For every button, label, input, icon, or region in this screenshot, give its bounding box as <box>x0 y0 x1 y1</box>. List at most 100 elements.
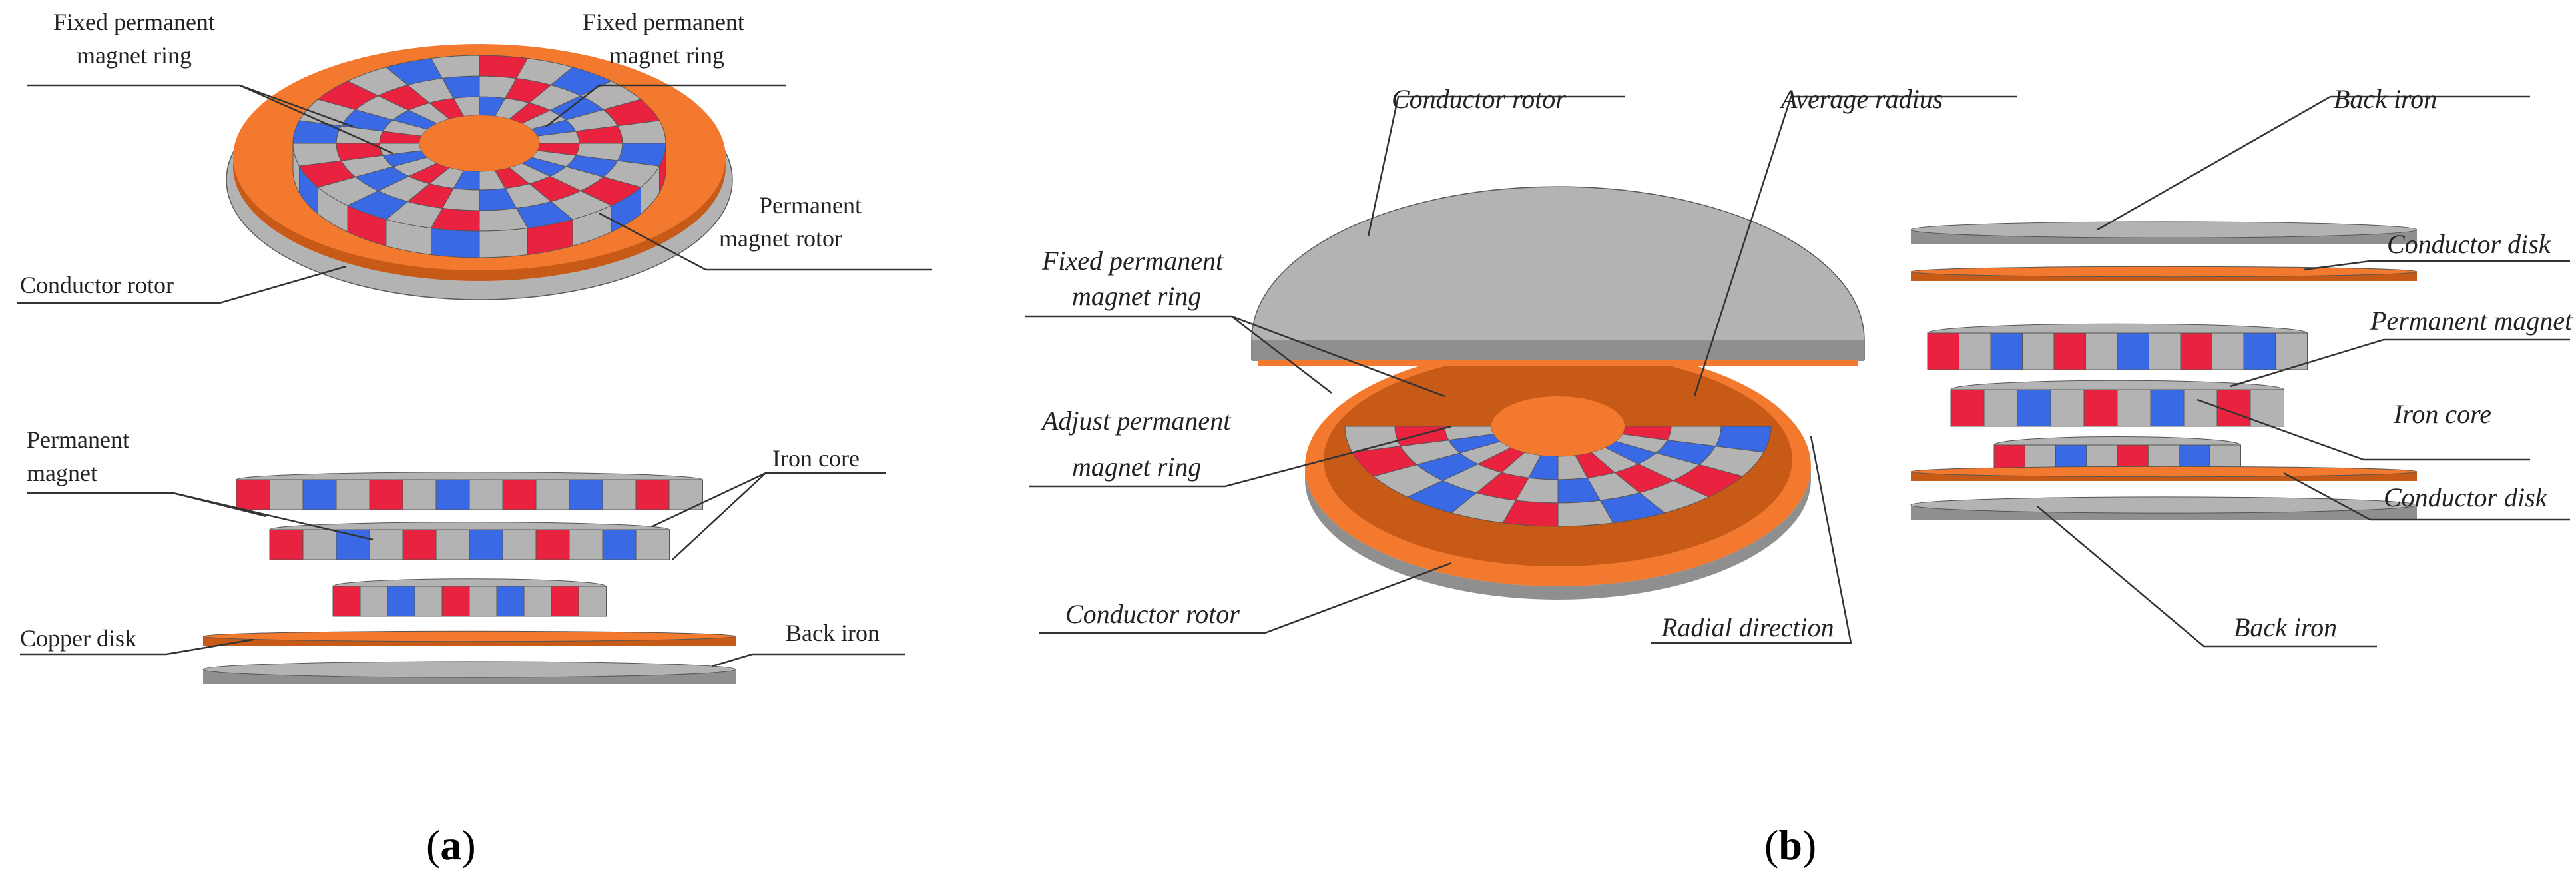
magnet-band-b2-segment <box>1950 389 1985 427</box>
assembled-device-a <box>226 44 733 300</box>
label-conductor-rotor-bottom-b: Conductor rotor <box>1065 599 1240 629</box>
caption-b-close: ) <box>1802 821 1816 869</box>
leader-conductor-disk-bottom-b <box>2283 472 2570 521</box>
leader-iron-core-b <box>2196 398 2530 461</box>
magnet-band-b1-segment <box>1927 332 1960 370</box>
caption-b-letter: b <box>1778 821 1802 869</box>
leader-conductor-disk-top-b <box>2303 260 2570 271</box>
leader-iron-core-a2 <box>672 472 766 560</box>
leader-pm-rotor-a <box>599 212 932 271</box>
back-iron-a-top <box>202 661 736 678</box>
magnet-band-a3-segment <box>496 586 525 617</box>
magnet-band-a2-segment <box>302 529 337 560</box>
conductor-rotor-halfdisk-edge-b <box>1252 340 1864 361</box>
back-iron-bottom-b-top <box>1910 496 2418 514</box>
label-conductor-disk-top-b: Conductor disk <box>2387 229 2551 259</box>
magnet-band-a2-segment <box>336 529 370 560</box>
conductor-rotor-copper-edge-b <box>1258 360 1858 366</box>
leader-conductor-rotor-bottom-b <box>1039 562 1452 634</box>
magnet-band-a3-segment <box>441 586 470 617</box>
panel-b: Conductor rotor Average radius Back iron… <box>1025 84 2573 869</box>
magnet-band-a1-segment <box>569 479 603 510</box>
magnet-band-a1-segment <box>402 479 437 510</box>
label-adjust-ring-b-line1: Adjust permanent <box>1040 406 1231 436</box>
magnet-band-a1-segment <box>236 479 270 510</box>
label-conductor-rotor-a: Conductor rotor <box>20 272 174 298</box>
leader-pm-a1 <box>27 492 267 518</box>
conductor-disk-bottom-b-top <box>1910 466 2418 478</box>
leader-conductor-rotor-top-b <box>1367 95 1625 237</box>
magnet-band-b2-segment <box>2250 389 2284 427</box>
label-adjust-ring-b-line2: magnet ring <box>1072 452 1201 482</box>
label-pm-a-line1: Permanent <box>27 426 129 453</box>
magnet-band-b1-segment <box>2243 332 2276 370</box>
magnet-band-a3-segment <box>360 586 388 617</box>
magnet-band-b1-segment <box>2085 332 2118 370</box>
caption-a-close: ) <box>461 821 475 869</box>
panel-a: Fixed permanent magnet ring Fixed perman… <box>17 9 932 869</box>
caption-a-letter: a <box>440 821 461 869</box>
ring-b-hub <box>1491 396 1625 456</box>
leader-conductor-rotor-a <box>17 265 347 304</box>
exploded-view-b <box>1910 221 2418 520</box>
magnet-band-a3-segment <box>578 586 607 617</box>
magnet-band-b2-segment <box>2183 389 2218 427</box>
caption-b-open: ( <box>1764 821 1778 869</box>
leader-back-iron-top-b <box>2097 95 2530 231</box>
magnet-band-b1-segment <box>2212 332 2244 370</box>
label-copper-disk-a: Copper disk <box>20 625 136 652</box>
label-pm-rotor-a-line2: magnet rotor <box>719 225 842 252</box>
back-iron-top-b-top <box>1910 221 2418 238</box>
magnet-band-b2-segment <box>2083 389 2118 427</box>
ring-a-side-segment <box>431 227 480 258</box>
assembled-device-b <box>1251 186 1865 600</box>
leader-fixed-ring-left-a2 <box>239 84 393 155</box>
magnet-band-b2-segment <box>2150 389 2185 427</box>
magnet-band-a2-segment <box>435 529 470 560</box>
label-radial-b: Radial direction <box>1661 612 1834 642</box>
magnet-band-a2-segment <box>569 529 603 560</box>
label-pm-b: Permanent magnet <box>2370 306 2573 336</box>
magnet-band-a3-segment <box>551 586 579 617</box>
magnet-band-a2-segment <box>469 529 503 560</box>
magnet-band-b1-segment <box>2275 332 2308 370</box>
label-back-iron-bottom-b: Back iron <box>2234 612 2337 642</box>
magnet-band-b2-segment <box>2216 389 2251 427</box>
magnet-band-b1-segment <box>1990 332 2023 370</box>
caption-a-open: ( <box>426 821 440 869</box>
magnet-ring-a <box>292 55 666 258</box>
label-back-iron-top-b: Back iron <box>2334 84 2437 114</box>
magnet-band-a1-segment <box>269 479 304 510</box>
magnet-band-a2-segment <box>635 529 670 560</box>
leader-radial-b <box>1651 436 1852 644</box>
label-fixed-ring-right-a-line2: magnet ring <box>609 42 724 69</box>
label-pm-rotor-a-line1: Permanent <box>759 192 862 219</box>
caption-a: (a) <box>426 821 476 869</box>
magnet-band-a3-segment <box>469 586 497 617</box>
leader-pm-b <box>2230 338 2570 388</box>
ring-a-side-segment <box>479 227 528 258</box>
magnet-band-b2-segment <box>2117 389 2151 427</box>
magnet-band-a1-segment <box>635 479 670 510</box>
label-fixed-ring-b-line1: Fixed permanent <box>1041 246 1224 276</box>
magnet-band-a2-segment <box>535 529 570 560</box>
magnet-band-b1-segment <box>2117 332 2150 370</box>
label-iron-core-b: Iron core <box>2393 399 2491 429</box>
magnet-band-a3-segment <box>387 586 415 617</box>
ring-a-top-segment <box>617 120 666 144</box>
label-fixed-ring-b-line2: magnet ring <box>1072 281 1201 311</box>
magnet-band-a3-segment <box>523 586 552 617</box>
ring-b-segment <box>1344 426 1402 453</box>
magnet-band-a2-segment <box>269 529 304 560</box>
label-fixed-ring-left-a-line2: magnet ring <box>77 42 192 69</box>
magnet-band-b2-segment <box>2050 389 2085 427</box>
label-average-radius-b: Average radius <box>1779 84 1943 114</box>
leader-fixed-ring-b2 <box>1231 316 1332 394</box>
magnet-band-a3-segment <box>332 586 361 617</box>
magnet-band-a1-segment <box>502 479 537 510</box>
conductor-rotor-halfdisk-b <box>1251 186 1865 360</box>
magnet-band-a1-segment <box>469 479 503 510</box>
caption-b: (b) <box>1764 821 1816 869</box>
leader-back-iron-bottom-b <box>2037 506 2377 648</box>
